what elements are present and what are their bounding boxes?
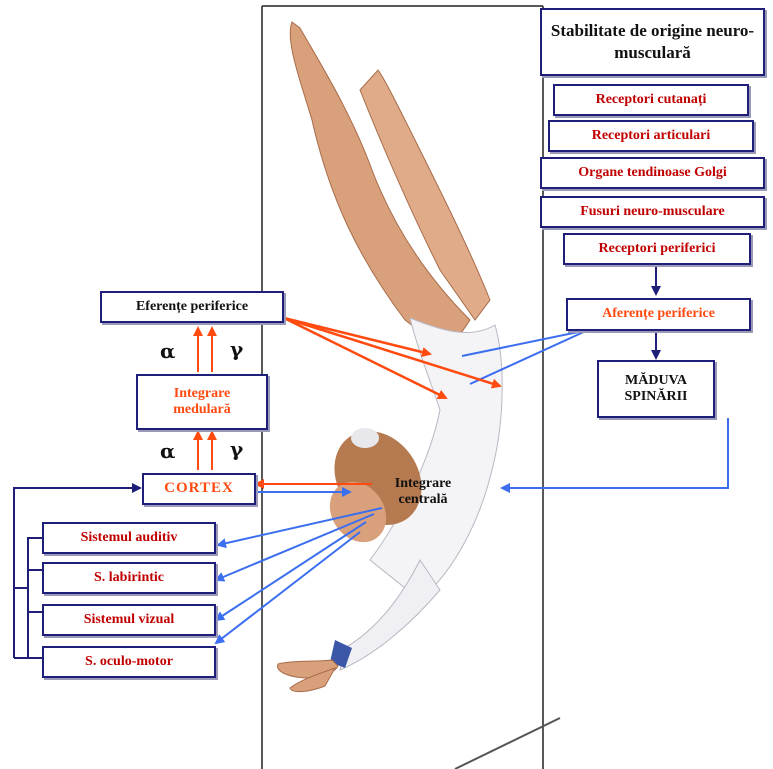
receptor-box-cutanati: Receptori cutanați [553,84,749,116]
receptor-box-periferici: Receptori periferici [563,233,751,265]
receptor-label: Fusuri neuro-musculare [580,204,725,220]
gamma-lower: γ [230,437,243,461]
receptor-label: Organe tendinoase Golgi [578,165,727,181]
sense-label: S. labirintic [94,570,164,586]
sense-box-labirintic: S. labirintic [42,562,216,594]
alpha-lower: α [160,439,175,463]
receptor-box-golgi: Organe tendinoase Golgi [540,157,765,189]
receptor-box-articulari: Receptori articulari [548,120,754,152]
receptor-box-fusuri: Fusuri neuro-musculare [540,196,765,228]
arrow-eferente-body-2 [284,318,500,386]
receptor-label: Receptori periferici [599,241,716,257]
aferente-label: Aferențe periferice [602,306,715,322]
integrare-medulara-box: Integrare medulară [136,374,268,430]
sense-label: Sistemul vizual [84,612,175,628]
arrow-eferente-body-1 [284,318,430,354]
eferente-label: Eferențe periferice [136,299,248,315]
receptor-label: Receptori articulari [592,128,711,144]
maduva-box: MĂDUVA SPINĂRII [597,360,715,418]
gamma-upper: γ [230,337,243,361]
aferente-box: Aferențe periferice [566,298,751,331]
cortex-box: CORTEX [142,473,256,505]
arrow-integrare-labirintic [216,514,374,580]
integrare-centrala-label: Integrare centrală [378,476,468,508]
integrare-centrala-text: Integrare centrală [378,476,468,508]
eferente-box: Eferențe periferice [100,291,284,323]
sense-label: Sistemul auditiv [81,530,178,546]
integrare-medulara-label: Integrare medulară [156,386,248,418]
arrow-integrare-oculo [216,532,360,643]
title-box: Stabilitate de origine neuro-musculară [540,8,765,76]
sense-box-vizual: Sistemul vizual [42,604,216,636]
sense-box-auditiv: Sistemul auditiv [42,522,216,554]
alpha-upper: α [160,339,175,363]
title-text: Stabilitate de origine neuro-musculară [542,20,763,64]
sense-label: S. oculo-motor [85,654,173,670]
maduva-label: MĂDUVA SPINĂRII [613,373,699,405]
receptor-label: Receptori cutanați [596,92,707,108]
arrow-eferente-body-3 [284,318,446,398]
cortex-label: CORTEX [164,480,234,497]
arrow-maduva-integrare [502,418,728,488]
bracket-vizual-oculo [28,612,42,658]
arrow-body-aferente-2 [470,330,588,384]
bracket-auditiv-labirintic [28,538,42,570]
arrow-body-aferente-1 [462,330,588,356]
sense-box-oculo: S. oculo-motor [42,646,216,678]
